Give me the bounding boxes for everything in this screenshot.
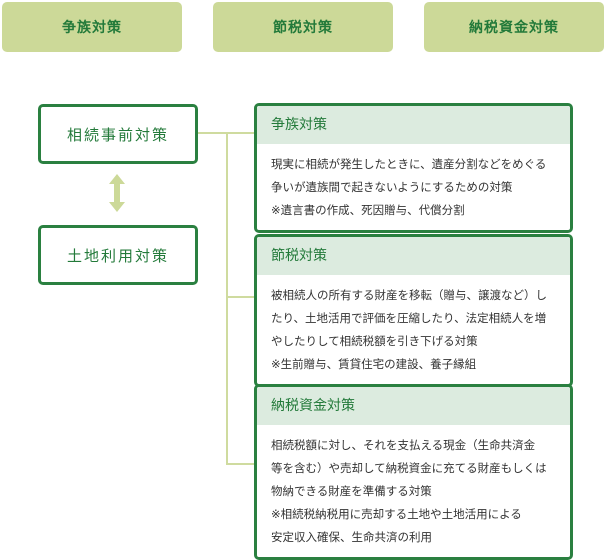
card-line: 相続税額に対し、それを支払える現金（生命共済金 [271, 438, 536, 452]
connector-line [226, 463, 254, 465]
card-souzoku-taisaku: 争族対策 現実に相続が発生したときに、遺産分割などをめぐる争いが遺族間で起きない… [254, 103, 573, 233]
card-line: 等を含む）や売却して納税資金に充てる財産もしくは [271, 461, 547, 475]
double-arrow-icon [109, 174, 125, 212]
card-line: ※遺言書の作成、死因贈与、代償分割 [271, 203, 465, 217]
card-line: ※生前贈与、賃貸住宅の建設、養子縁組 [271, 357, 477, 371]
card-line: 物納できる財産を準備する対策 [271, 484, 432, 498]
connector-line [226, 296, 254, 298]
souzoku-jizen-taisaku-box: 相続事前対策 [38, 104, 198, 164]
card-line: 安定収入確保、生命共済の利用 [271, 530, 432, 544]
tochi-riyou-taisaku-box: 土地利用対策 [38, 225, 198, 285]
connector-line [226, 132, 228, 465]
tab-setsuzei-taisaku[interactable]: 節税対策 [213, 2, 393, 52]
card-line: 現実に相続が発生したときに、遺産分割などをめぐる [271, 157, 547, 171]
card-line: 被相続人の所有する財産を移転（贈与、譲渡など）し [271, 288, 547, 302]
card-setsuzei-taisaku: 節税対策 被相続人の所有する財産を移転（贈与、譲渡など）したり、土地活用で評価を… [254, 234, 573, 387]
card-line: 争いが遺族間で起きないようにするための対策 [271, 180, 513, 194]
card-title: 節税対策 [257, 237, 570, 275]
card-line: やしたりして相続税額を引き下げる対策 [271, 334, 478, 348]
card-line: ※相続税納税用に売却する土地や土地活用による [271, 507, 522, 521]
card-title: 争族対策 [257, 106, 570, 144]
card-title: 納税資金対策 [257, 387, 570, 425]
tab-souzoku-taisaku[interactable]: 争族対策 [2, 2, 182, 52]
card-nouzei-shikin-taisaku: 納税資金対策 相続税額に対し、それを支払える現金（生命共済金等を含む）や売却して… [254, 384, 573, 560]
tab-nouzei-shikin-taisaku[interactable]: 納税資金対策 [424, 2, 604, 52]
card-line: たり、土地活用で評価を圧縮したり、法定相続人を増 [271, 311, 547, 325]
connector-line [196, 132, 254, 134]
